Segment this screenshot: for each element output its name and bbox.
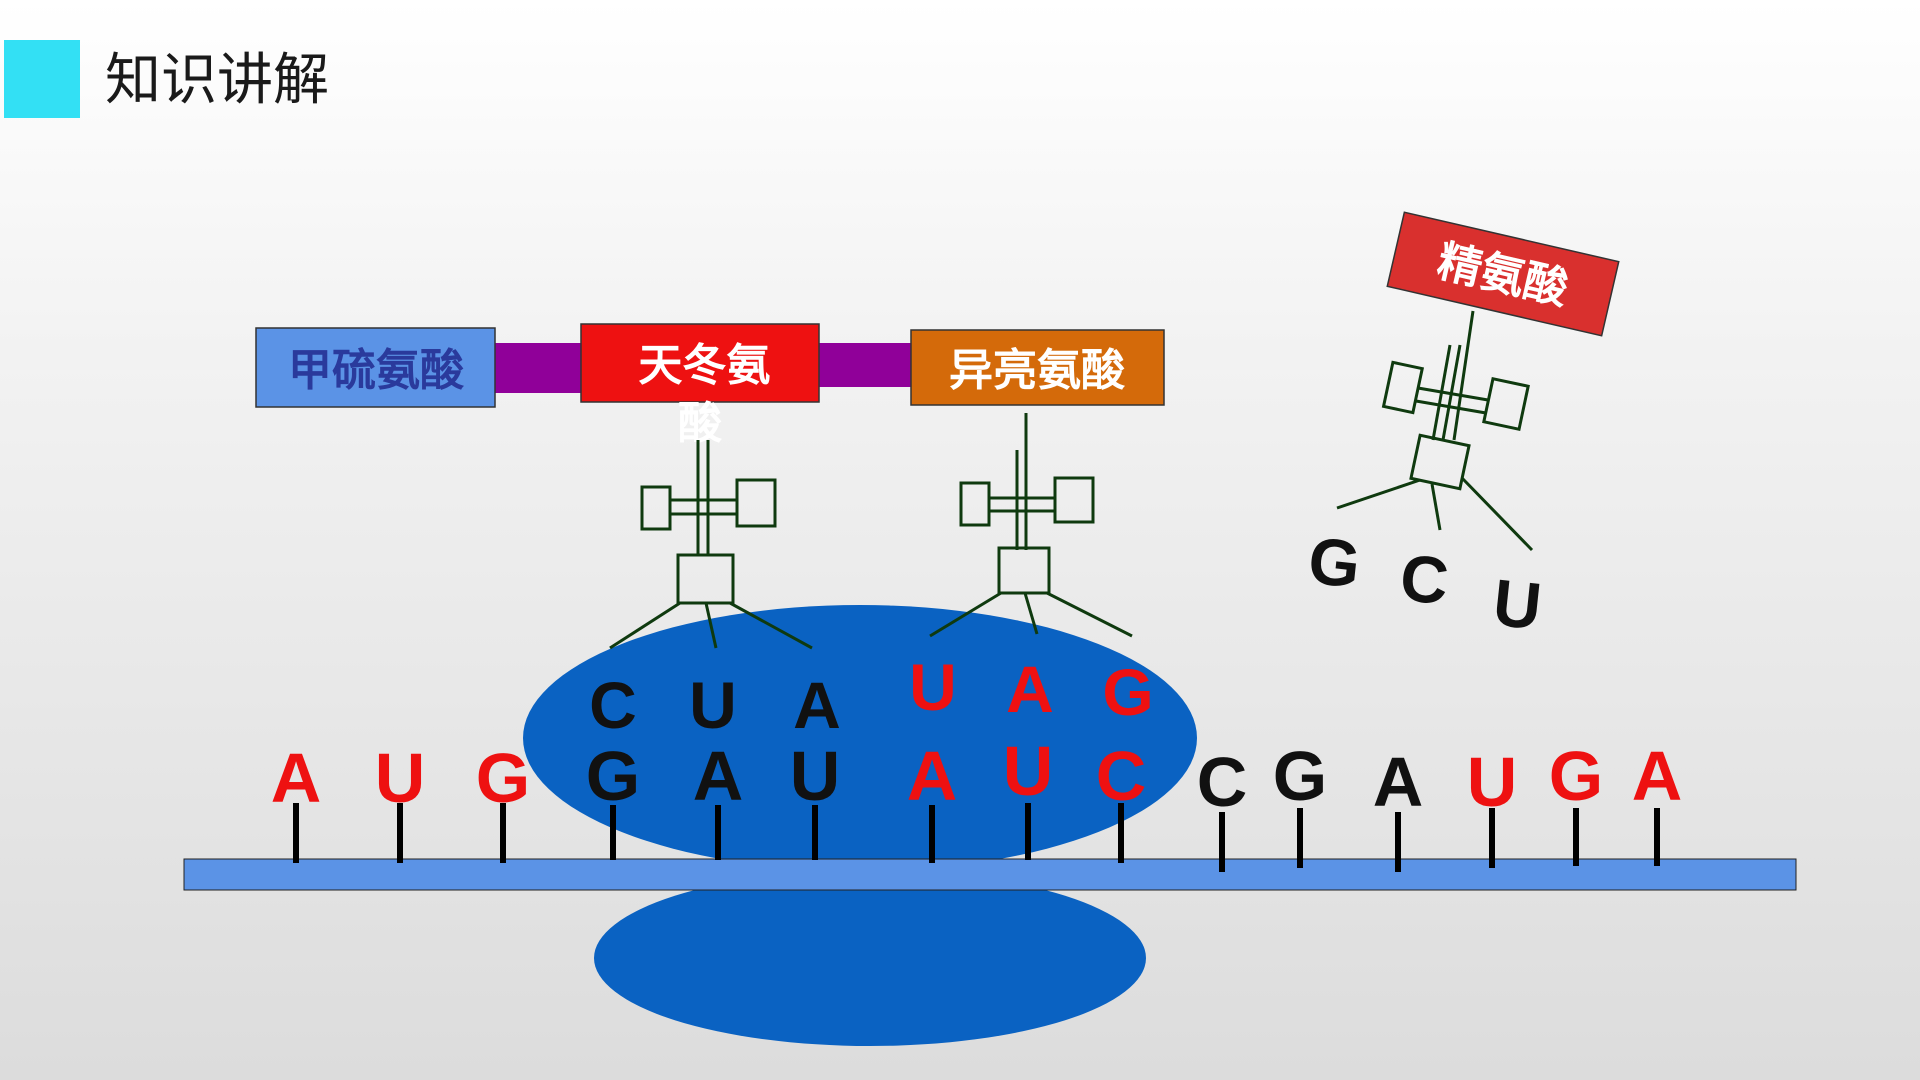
- mrna-base: A: [271, 739, 322, 817]
- mrna-base: C: [1096, 737, 1147, 815]
- mrna-base: G: [476, 739, 530, 817]
- mrna-base: A: [1632, 737, 1683, 815]
- anticodon-base: G: [1305, 523, 1364, 602]
- trna-3: [1336, 310, 1534, 552]
- page-title: 知识讲解: [105, 48, 329, 113]
- anticodon-base: C: [1397, 540, 1452, 619]
- anticodon-base: U: [689, 668, 737, 742]
- amino-acid-arg: 精氨酸: [1386, 211, 1620, 337]
- mrna-strand: [183, 858, 1797, 891]
- mrna-base: U: [375, 739, 426, 817]
- mrna-base: U: [1467, 743, 1518, 821]
- mrna-base: U: [790, 737, 841, 815]
- anticodon-base: G: [1102, 655, 1153, 729]
- amino-acid-ile-label: 异亮氨酸: [949, 345, 1126, 396]
- amino-acid-asp-label: 天冬氨 酸: [638, 340, 785, 449]
- amino-acid-ile: 异亮氨酸: [910, 329, 1165, 406]
- peptide-bond-1: [495, 343, 581, 393]
- peptide-bond-2: [818, 343, 912, 387]
- anticodon-base: A: [793, 668, 841, 742]
- mrna-base: A: [907, 737, 958, 815]
- anticodon-base: U: [1490, 565, 1545, 644]
- ribosome-small-subunit: [594, 870, 1146, 1046]
- mrna-base: G: [1273, 737, 1327, 815]
- trna-2: [929, 413, 1133, 638]
- mrna-base: G: [586, 737, 640, 815]
- mrna-base: C: [1197, 743, 1248, 821]
- anticodon-base: A: [1006, 652, 1054, 726]
- mrna-base: A: [1373, 743, 1424, 821]
- header-accent-block: [4, 40, 80, 118]
- anticodon-base: C: [589, 668, 637, 742]
- trna-1: [609, 440, 813, 650]
- mrna-base: A: [693, 737, 744, 815]
- mrna-base-ticks: [293, 803, 1660, 872]
- amino-acid-met: 甲硫氨酸: [255, 327, 496, 408]
- mrna-base: U: [1003, 732, 1054, 810]
- amino-acid-asp: 天冬氨 酸: [580, 323, 820, 449]
- amino-acid-met-label: 甲硫氨酸: [288, 345, 465, 396]
- mrna-base: G: [1549, 737, 1603, 815]
- anticodon-base: U: [909, 650, 957, 724]
